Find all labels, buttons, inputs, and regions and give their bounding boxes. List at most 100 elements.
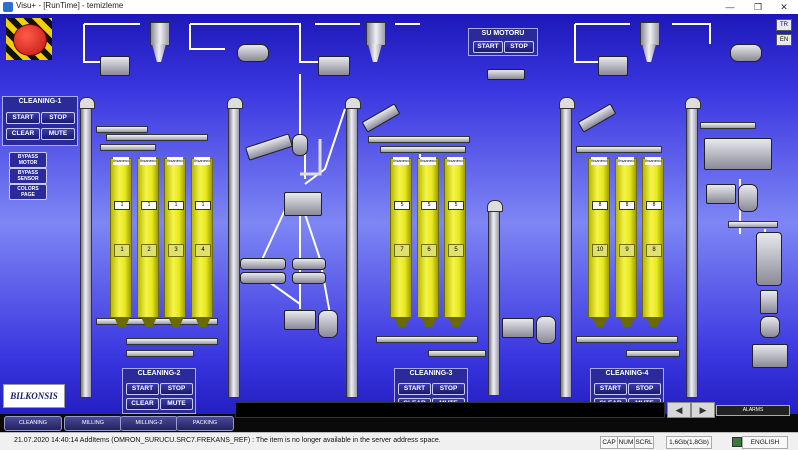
silo-number: 4 [195,244,211,257]
scourer-3 [706,184,736,204]
separator-machine [704,138,772,170]
scourer-1 [284,310,316,330]
conveyor-4b [728,221,778,228]
cleaning-1-clear-button[interactable]: CLEAR [6,128,40,140]
cleaning-2-start-button[interactable]: START [126,383,159,395]
silo-label: Ihsaneno [447,157,464,165]
silo[interactable]: Ihsaneno 5 5 [444,157,466,327]
silo[interactable]: Ihsaneno 5 6 [417,157,439,327]
silo-number: 5 [448,244,464,257]
close-button[interactable]: ✕ [780,2,788,12]
water-pump [487,69,525,80]
bin-tank [756,232,782,286]
silo-number: 2 [141,244,157,257]
dampener-4 [292,272,326,284]
silo-indicator: 5 [394,201,410,210]
maximize-button[interactable]: ❐ [753,2,763,12]
num-indicator: NUM [617,436,635,449]
silo-indicator: 8 [619,201,635,210]
silo-label: Ihsaneno [420,157,437,165]
lang-tr-button[interactable]: TR [776,19,792,31]
silo-label: Ihsaneno [591,157,608,165]
silo[interactable]: Ihsaneno 1 3 [164,157,186,327]
silo-label: Ihsaneno [113,157,130,165]
conveyor-2b [380,146,466,153]
elevator-6 [685,97,701,398]
conveyor-1e [126,338,218,345]
motor-3 [536,316,556,344]
dampener-1 [240,258,286,270]
su-motoru-start-button[interactable]: START [473,41,503,53]
cleaning-3-start-button[interactable]: START [398,383,431,395]
motor-2 [318,310,338,338]
nav-milling-2-button[interactable]: MILLING-2 [120,416,178,431]
silo-number: 1 [114,244,130,257]
cleaning-2-mute-button[interactable]: MUTE [160,398,193,410]
conveyor-1d [96,318,218,325]
silo[interactable]: Ihsaneno 5 7 [390,157,412,327]
status-message: 21.07.2020 14:40:14 AddItems (OMRON_SURU… [14,437,441,444]
cleaning-1-stop-button[interactable]: STOP [41,112,75,124]
cleaning-1-start-button[interactable]: START [6,112,40,124]
valve [760,290,778,314]
cleaning-2-stop-button[interactable]: STOP [160,383,193,395]
keyboard-icon [732,437,742,447]
silo[interactable]: Ihsaneno 1 2 [137,157,159,327]
fan-1 [237,44,269,62]
conveyor-3c [626,350,680,357]
filter-unit-1 [100,56,130,76]
silo-number: 7 [394,244,410,257]
silo[interactable]: Ihsaneno 8 9 [615,157,637,327]
nav-cleaning-button[interactable]: CLEANING [4,416,62,431]
silo-number: 10 [592,244,608,257]
silo-number: 6 [421,244,437,257]
silo-number: 9 [619,244,635,257]
conveyor-1a [96,126,148,133]
filter-unit-2 [318,56,350,76]
nav-milling-button[interactable]: MILLING [64,416,122,431]
alarm-message-box [235,402,665,418]
window-title: Visu+ - [RunTime] - temizleme [16,1,124,10]
app-icon [3,2,13,12]
emergency-stop-button[interactable] [6,18,52,60]
colors-page-button[interactable]: COLORS PAGE [9,184,47,200]
cleaning-2-panel: CLEANING-2 START STOP CLEAR MUTE [122,368,196,414]
silo[interactable]: Ihsaneno 1 1 [110,157,132,327]
elevator-5 [559,97,575,398]
bypass-sensor-button[interactable]: BYPASS SENSOR [9,168,47,184]
nav-packing-button[interactable]: PACKING [176,416,234,431]
cleaning-4-panel: CLEANING-4 START STOP CLEAR MUTE [590,368,664,414]
silo-indicator: 8 [646,201,662,210]
fan-2 [730,44,762,62]
silo-indicator: 5 [421,201,437,210]
cleaning-2-clear-button[interactable]: CLEAR [126,398,159,410]
cyclone-1 [150,22,170,62]
prev-alarm-button[interactable]: ◀ [667,402,691,418]
cleaning-3-stop-button[interactable]: STOP [432,383,465,395]
scourer-2 [502,318,534,338]
elevator-4 [487,200,503,396]
silo-label: Ihsaneno [645,157,662,165]
cleaning-4-start-button[interactable]: START [594,383,627,395]
cleaning-3-title: CLEANING-3 [409,370,453,377]
cleaning-1-mute-button[interactable]: MUTE [41,128,75,140]
minimize-button[interactable]: — [725,2,735,12]
silo[interactable]: Ihsaneno 1 4 [191,157,213,327]
cleaning-4-stop-button[interactable]: STOP [628,383,661,395]
silo-label: Ihsaneno [167,157,184,165]
next-alarm-button[interactable]: ▶ [691,402,715,418]
cleaning-1-panel: CLEANING-1 START STOP CLEAR MUTE [2,96,78,146]
alarms-button[interactable]: ALARMS [716,405,790,416]
motor-5 [760,316,780,338]
silo-indicator: 1 [114,201,130,210]
silo[interactable]: Ihsaneno 8 10 [588,157,610,327]
hmi-canvas: TR EN SU MOTORU START STOP CLEANING-1 ST… [0,14,798,432]
silo-indicator: 1 [195,201,211,210]
bypass-motor-button[interactable]: BYPASS MOTOR [9,152,47,168]
conveyor-1c [100,144,156,151]
su-motoru-stop-button[interactable]: STOP [504,41,534,53]
cyclone-2 [366,22,386,62]
lang-en-button[interactable]: EN [776,34,792,46]
silo[interactable]: Ihsaneno 8 8 [642,157,664,327]
memory-indicator: 1,6Gb(1,8Gb) [666,436,712,449]
